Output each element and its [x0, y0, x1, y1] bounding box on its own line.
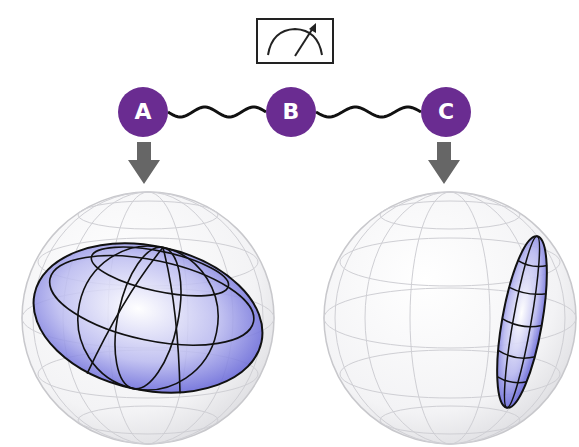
- bloch-sphere: [324, 192, 576, 444]
- qubit-node: C: [421, 87, 471, 137]
- node-label: C: [438, 101, 454, 123]
- node-label: B: [283, 101, 300, 123]
- node-label: A: [134, 101, 151, 123]
- qubit-node: A: [118, 87, 168, 137]
- down-arrow: [128, 142, 460, 184]
- qubit-node: B: [266, 87, 316, 137]
- wavy-link: [168, 107, 266, 117]
- meter-icon: [257, 19, 333, 63]
- wavy-link: [316, 107, 421, 117]
- bloch-sphere: [20, 192, 277, 444]
